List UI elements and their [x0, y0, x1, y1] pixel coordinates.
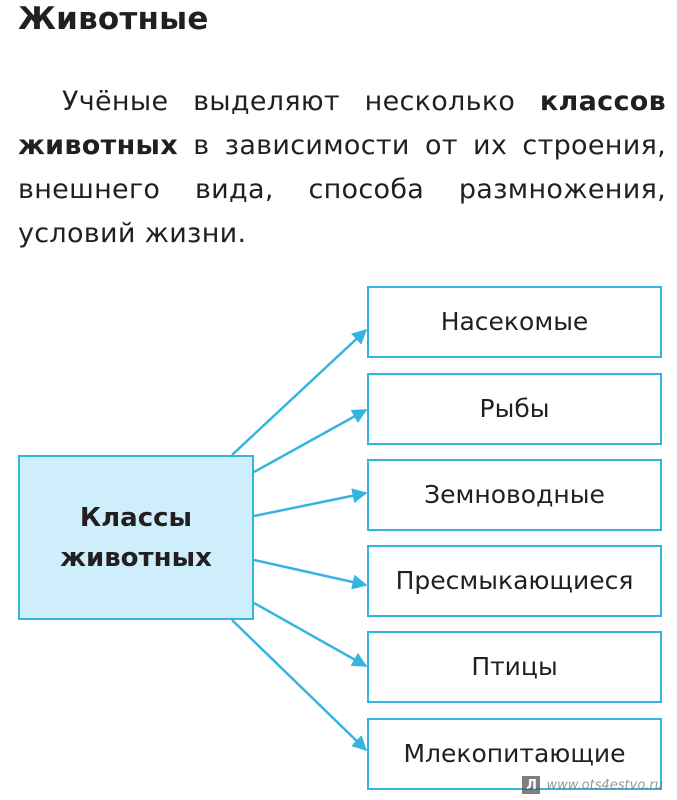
- center-node-animal-classes: Классы животных: [18, 455, 254, 620]
- arrow-to-amphibians: [253, 488, 368, 518]
- class-node-insects: Насекомые: [367, 286, 662, 358]
- arrow-to-mammals: [231, 619, 368, 752]
- class-node-label: Рыбы: [479, 394, 550, 423]
- class-node-mammals: Млекопитающие: [367, 718, 662, 790]
- class-node-amphibians: Земноводные: [367, 459, 662, 531]
- center-node-label: Классы животных: [60, 502, 212, 573]
- class-node-birds: Птицы: [367, 631, 662, 703]
- watermark-logo: Л: [522, 776, 541, 794]
- class-node-label: Насекомые: [440, 307, 589, 336]
- intro-paragraph: Учёные выделяют несколько классов животн…: [18, 80, 666, 256]
- class-node-label: Птицы: [471, 652, 558, 681]
- arrow-to-insects: [231, 328, 368, 456]
- class-node-label: Пресмыкающиеся: [395, 566, 634, 595]
- arrow-to-reptiles: [253, 558, 368, 590]
- watermark: Л www.ots4estvo.ru: [522, 776, 663, 794]
- arrow-to-birds: [253, 601, 368, 668]
- class-node-label: Млекопитающие: [403, 739, 626, 768]
- watermark-text: www.ots4estvo.ru: [546, 777, 663, 793]
- intro-text-start: Учёные выделяют несколько: [62, 86, 540, 117]
- class-node-reptiles: Пресмыкающиеся: [367, 545, 662, 617]
- intro-bold-term: классов животных: [18, 86, 666, 161]
- intro-text-end: в зависимости от их строения, внешнего в…: [18, 130, 666, 249]
- class-node-label: Земноводные: [424, 480, 605, 509]
- page-title: Животные: [18, 1, 209, 37]
- arrow-to-fish: [253, 408, 368, 474]
- class-node-fish: Рыбы: [367, 373, 662, 445]
